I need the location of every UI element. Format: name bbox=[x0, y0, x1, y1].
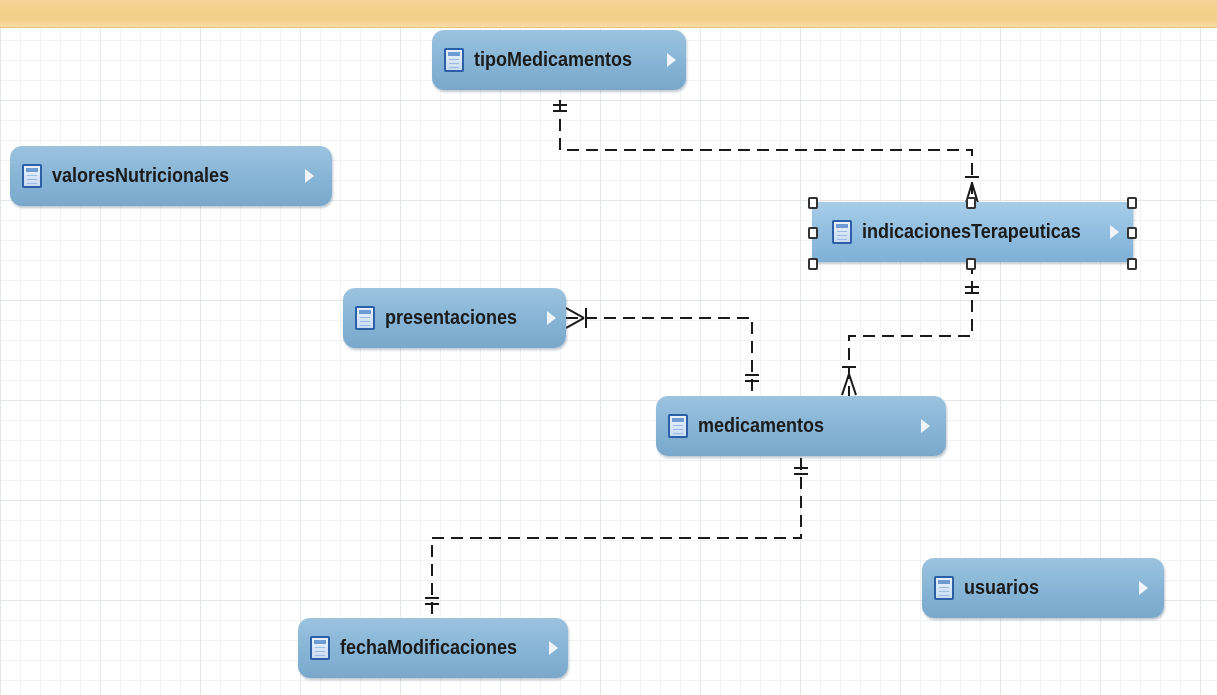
expand-arrow-icon[interactable] bbox=[667, 53, 676, 67]
entity-label: tipoMedicamentos bbox=[474, 48, 633, 71]
entity-fechaModificaciones[interactable]: fechaModificaciones bbox=[298, 618, 568, 678]
relationship-indicaciones-medicamentos[interactable] bbox=[841, 262, 979, 396]
entity-medicamentos[interactable]: medicamentos bbox=[656, 396, 946, 456]
resize-handle-middle-right[interactable] bbox=[1127, 227, 1137, 239]
entity-label: medicamentos bbox=[698, 414, 825, 437]
table-icon bbox=[22, 164, 42, 188]
table-icon bbox=[444, 48, 464, 72]
expand-arrow-icon[interactable] bbox=[1110, 225, 1119, 239]
relationship-medicamentos-fecha[interactable] bbox=[425, 458, 808, 618]
entity-tipoMedicamentos[interactable]: tipoMedicamentos bbox=[432, 30, 686, 90]
table-icon bbox=[934, 576, 954, 600]
resize-handle-bottom-center[interactable] bbox=[966, 258, 976, 270]
entity-label: fechaModificaciones bbox=[340, 636, 518, 659]
relationship-presentaciones-medicamentos[interactable] bbox=[565, 307, 759, 396]
entity-valoresNutricionales[interactable]: valoresNutricionales bbox=[10, 146, 332, 206]
entity-usuarios[interactable]: usuarios bbox=[922, 558, 1164, 618]
expand-arrow-icon[interactable] bbox=[921, 419, 930, 433]
resize-handle-middle-left[interactable] bbox=[808, 227, 818, 239]
expand-arrow-icon[interactable] bbox=[547, 311, 556, 325]
table-icon bbox=[310, 636, 330, 660]
entity-label: presentaciones bbox=[385, 306, 518, 329]
resize-handle-bottom-right[interactable] bbox=[1127, 258, 1137, 270]
resize-handle-top-left[interactable] bbox=[808, 197, 818, 209]
resize-handle-bottom-left[interactable] bbox=[808, 258, 818, 270]
table-icon bbox=[355, 306, 375, 330]
canvas-top-strip bbox=[0, 0, 1217, 28]
entity-label: valoresNutricionales bbox=[52, 164, 230, 187]
entity-label: usuarios bbox=[964, 576, 1040, 599]
entity-label: indicacionesTerapeuticas bbox=[862, 220, 1081, 243]
entity-presentaciones[interactable]: presentaciones bbox=[343, 288, 566, 348]
table-icon bbox=[668, 414, 688, 438]
resize-handle-top-right[interactable] bbox=[1127, 197, 1137, 209]
expand-arrow-icon[interactable] bbox=[1139, 581, 1148, 595]
entity-indicacionesTerapeuticas[interactable]: indicacionesTerapeuticas bbox=[812, 202, 1133, 262]
relationship-tipo-indicaciones[interactable] bbox=[553, 100, 979, 205]
table-icon bbox=[832, 220, 852, 244]
expand-arrow-icon[interactable] bbox=[549, 641, 558, 655]
resize-handle-top-center[interactable] bbox=[966, 197, 976, 209]
expand-arrow-icon[interactable] bbox=[305, 169, 314, 183]
